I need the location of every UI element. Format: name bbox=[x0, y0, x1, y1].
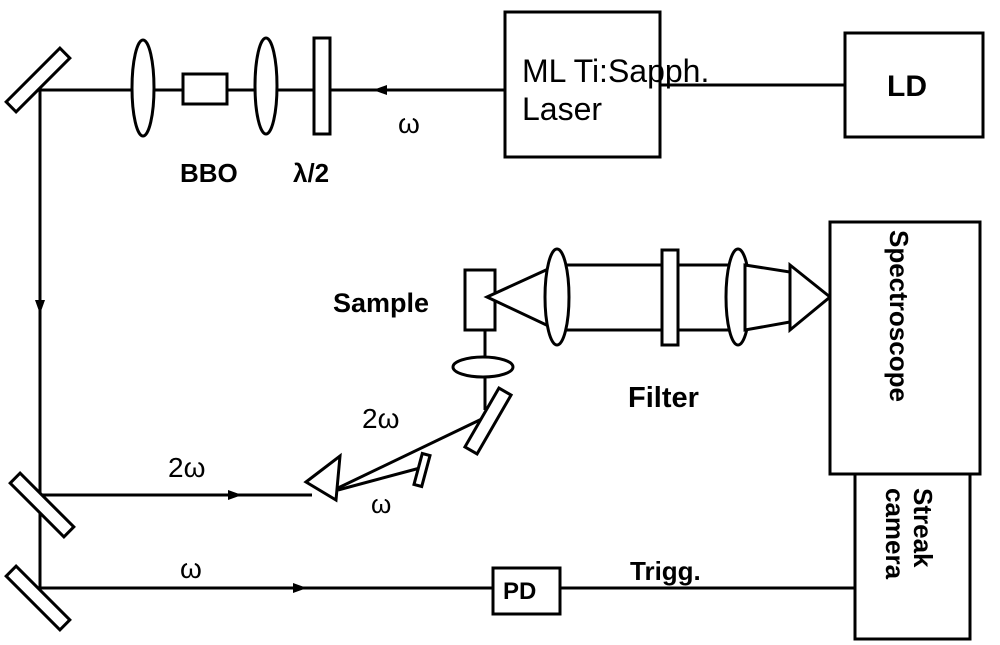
laser-label-line2: Laser bbox=[522, 91, 602, 127]
focus-lens bbox=[451, 355, 515, 379]
sample-label: Sample bbox=[333, 288, 429, 318]
lens-1 bbox=[130, 38, 156, 138]
omega-dump-label: ω bbox=[371, 489, 391, 519]
laser-box bbox=[503, 10, 662, 159]
filter-label: Filter bbox=[628, 382, 699, 414]
bbo-label: BBO bbox=[180, 158, 238, 188]
spectroscope-label: Spectroscope bbox=[884, 230, 914, 402]
taper-section bbox=[743, 263, 792, 332]
lens-2 bbox=[253, 36, 279, 136]
beam-prism-mirror bbox=[337, 414, 489, 490]
bbo-crystal bbox=[181, 72, 229, 106]
pd-box bbox=[491, 566, 562, 616]
beam-dump bbox=[412, 451, 432, 489]
mirror-sample bbox=[462, 386, 514, 456]
ld-label: LD bbox=[887, 70, 927, 103]
mirror-top-left bbox=[4, 46, 72, 114]
mirror-bottom-left bbox=[4, 564, 72, 632]
halfwave-label: λ/2 bbox=[293, 158, 329, 188]
mirror-beamsplitter bbox=[8, 471, 76, 539]
two-omega-upper-label: 2ω bbox=[362, 403, 399, 434]
trigg-label: Trigg. bbox=[630, 556, 701, 586]
laser-label-line1: ML Ti:Sapph. bbox=[522, 53, 709, 89]
collection-lens-1 bbox=[543, 247, 571, 347]
omega-bottom-label: ω bbox=[180, 553, 202, 584]
output-cone bbox=[788, 261, 833, 334]
streak-label-line2: camera bbox=[880, 488, 910, 580]
beam-prism-dump bbox=[337, 466, 421, 492]
streak-camera-box bbox=[853, 472, 972, 641]
spectroscope-box bbox=[828, 220, 982, 476]
ld-box bbox=[843, 31, 985, 139]
omega-top-label: ω bbox=[398, 108, 420, 139]
filter-element bbox=[660, 248, 680, 347]
pd-label: PD bbox=[503, 578, 536, 605]
prism bbox=[303, 452, 342, 503]
two-omega-lower-label: 2ω bbox=[168, 452, 205, 483]
streak-label-line1: Streak bbox=[908, 488, 938, 568]
half-wave-plate bbox=[312, 36, 332, 136]
